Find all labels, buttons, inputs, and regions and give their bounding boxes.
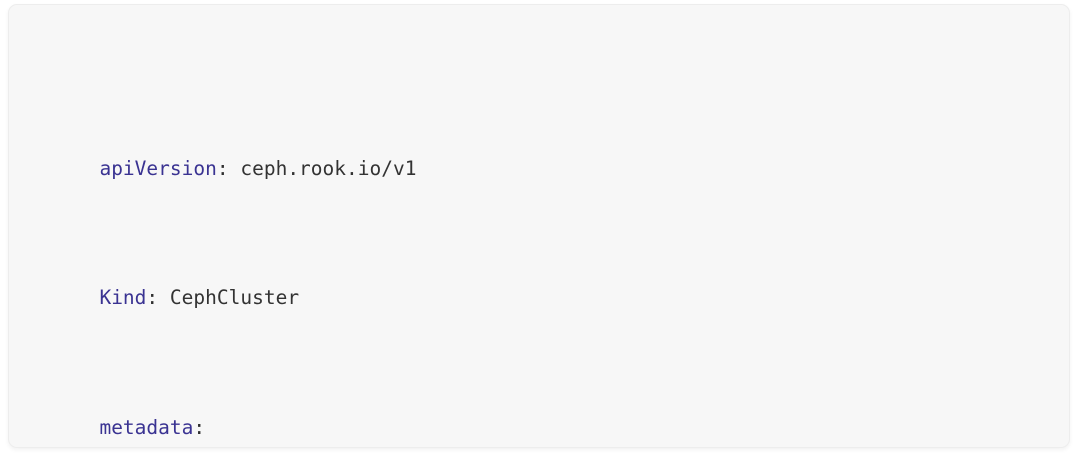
yaml-colon: :	[146, 286, 159, 310]
yaml-code-block: apiVersion: ceph.rook.io/v1 Kind: CephCl…	[29, 23, 1049, 447]
code-line: apiVersion: ceph.rook.io/v1	[29, 120, 1049, 180]
yaml-key: Kind	[99, 286, 147, 310]
yaml-colon: :	[193, 415, 206, 439]
code-line: Kind: CephCluster	[29, 250, 1049, 309]
yaml-colon: :	[216, 156, 229, 180]
yaml-space	[158, 286, 170, 309]
code-line: metadata:	[29, 379, 1049, 439]
code-snippet-card: apiVersion: ceph.rook.io/v1 Kind: CephCl…	[8, 4, 1070, 448]
yaml-key: apiVersion	[99, 156, 217, 180]
yaml-value: ceph.rook.io/v1	[240, 156, 417, 180]
yaml-value: CephCluster	[169, 286, 300, 310]
yaml-key: metadata	[99, 415, 194, 439]
yaml-space	[229, 157, 241, 180]
